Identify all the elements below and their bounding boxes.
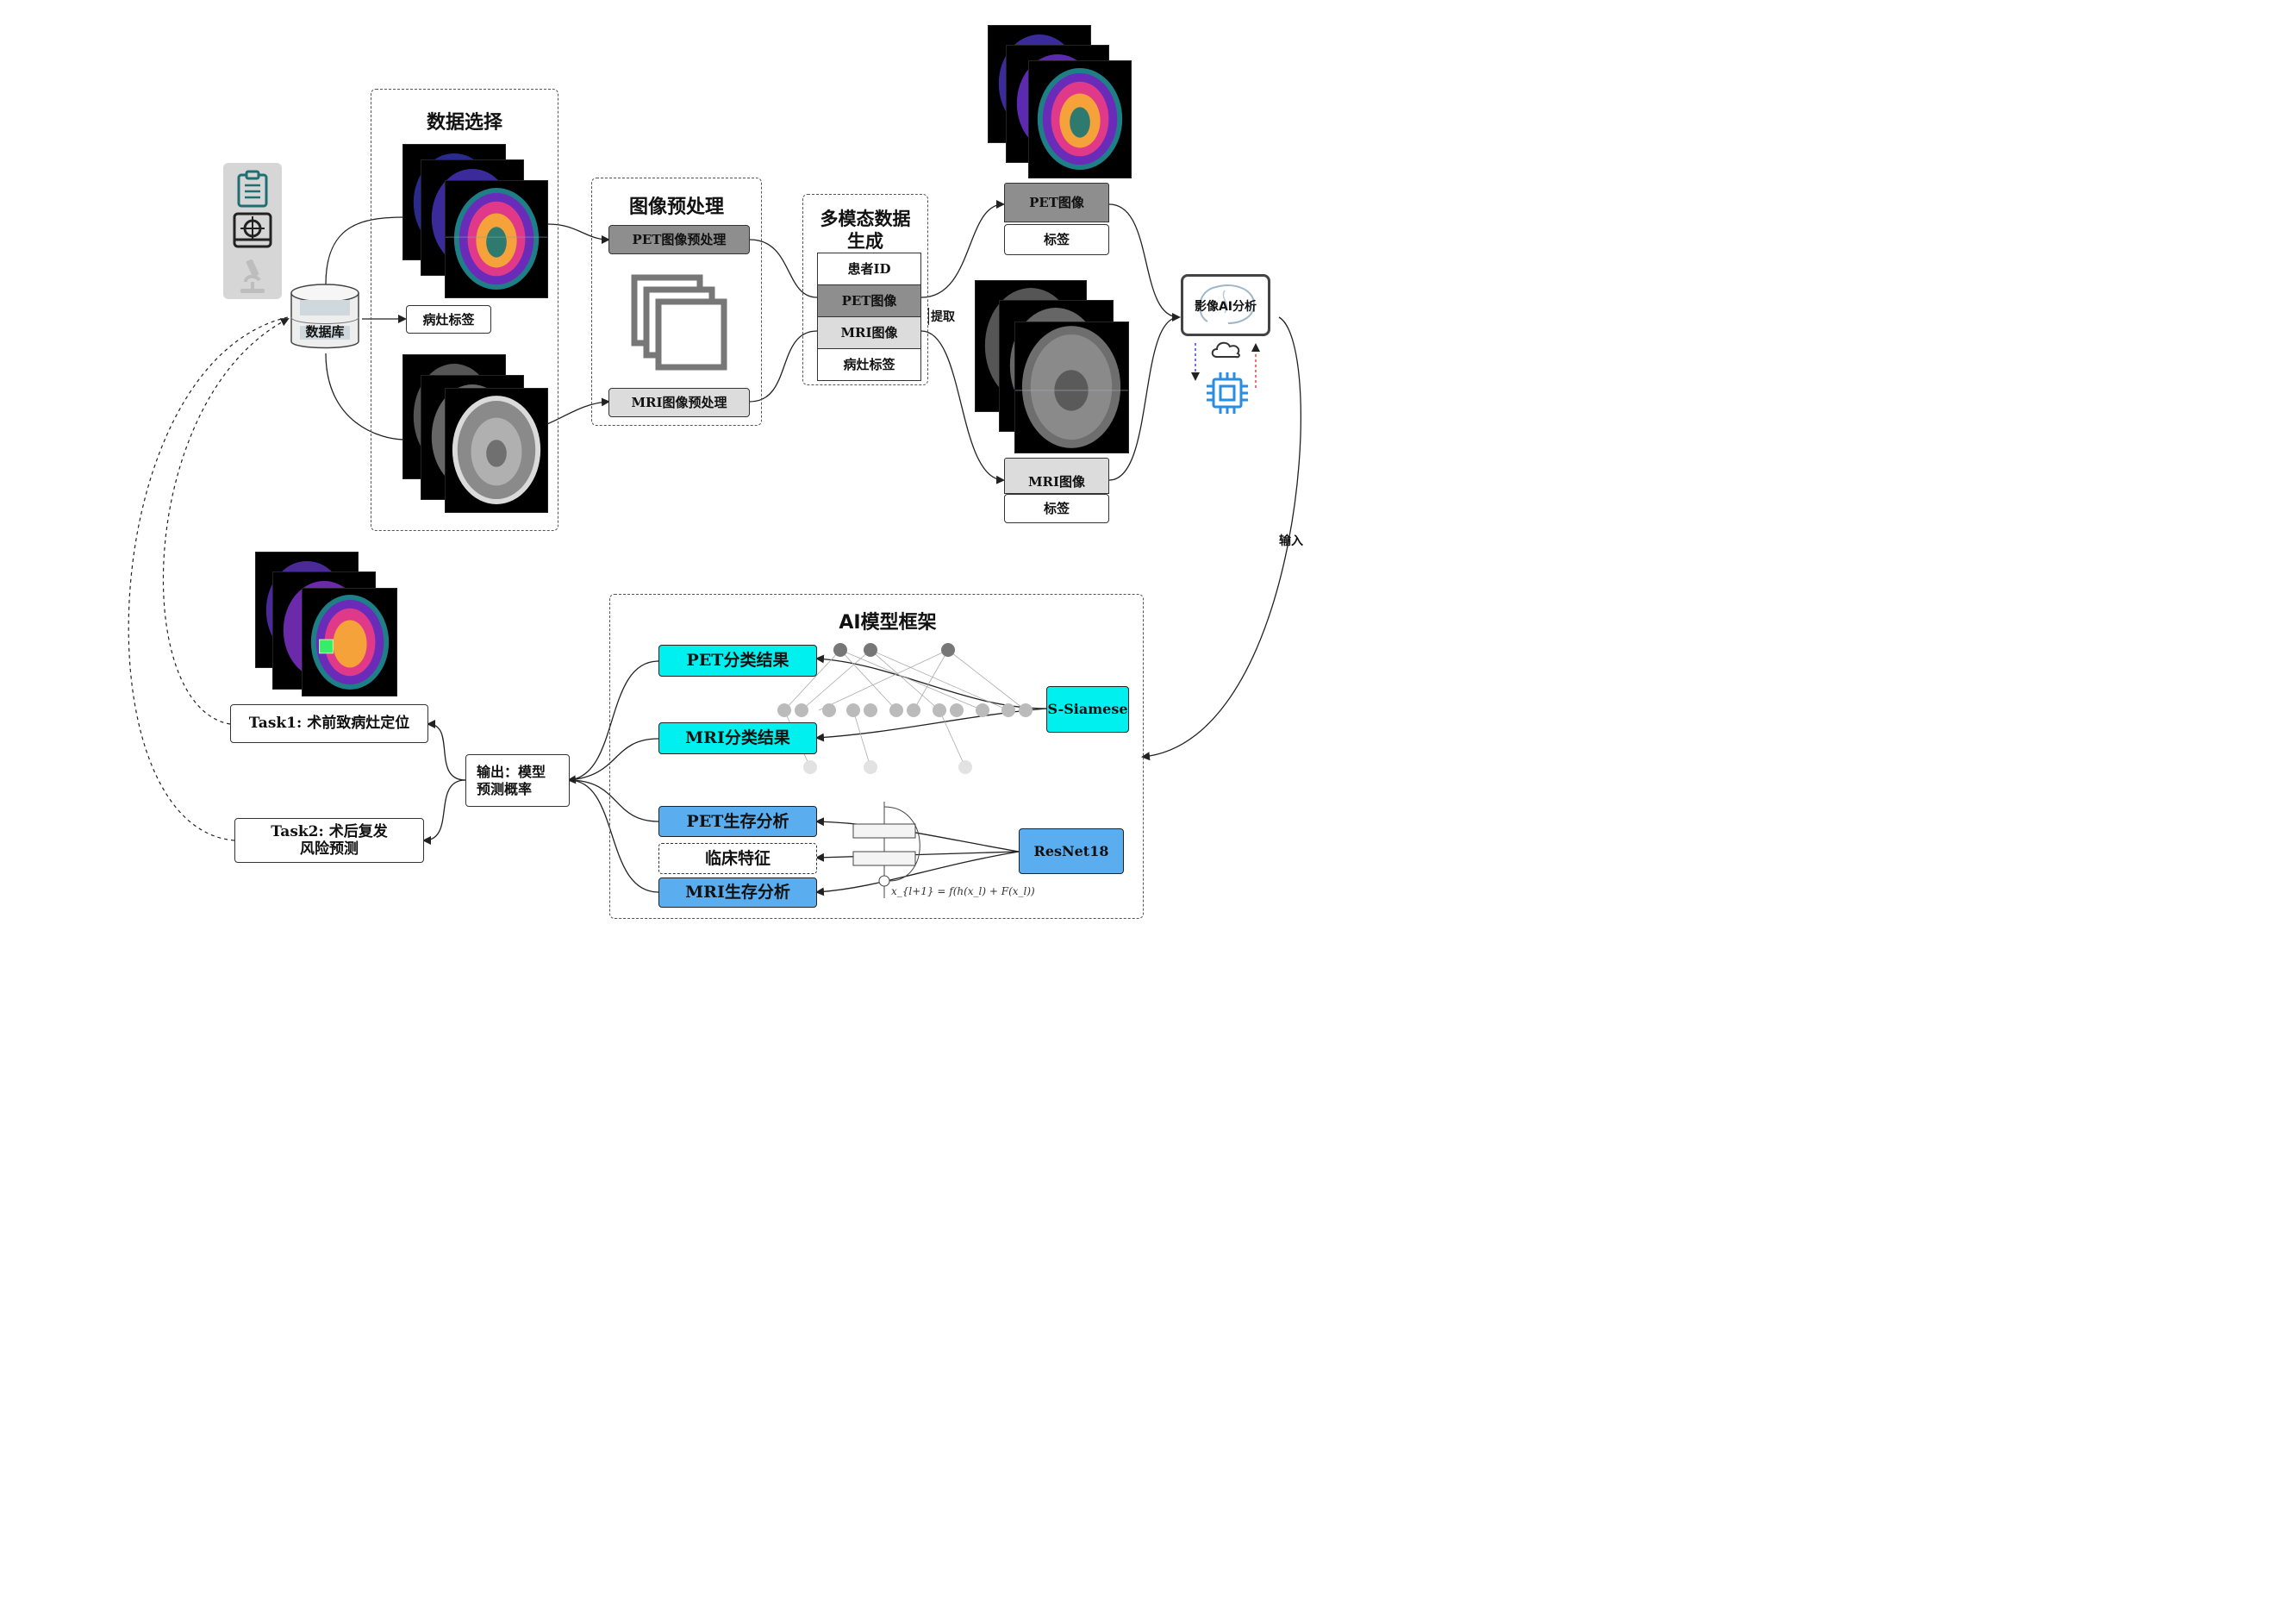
ai-analysis-node[interactable]: 影像AI分析 [1181, 274, 1270, 336]
out-mri-image-box[interactable]: MRI图像 [1004, 458, 1109, 494]
ai-framework-title: AI模型框架 [839, 612, 937, 634]
resnet18-box[interactable]: ResNet18 [1019, 828, 1124, 874]
task2-line2: 风险预测 [300, 840, 359, 858]
extract-label: 提取 [928, 308, 955, 325]
multimodal-item-patient-id[interactable]: 患者ID [817, 253, 921, 285]
database-label: 数据库 [305, 324, 345, 340]
chip-icon [1207, 372, 1248, 414]
task2-line1: Task2: 术后复发 [271, 822, 388, 840]
right-pet-scan-3 [1028, 60, 1132, 178]
cloud-icon [1211, 341, 1240, 359]
output-pet-scan-3 [302, 588, 397, 696]
pet-class-result-box[interactable]: PET分类结果 [658, 645, 817, 677]
input-label: 输入 [1279, 534, 1303, 548]
output-line2: 预测概率 [477, 780, 533, 797]
right-mri-scan-3 [1014, 322, 1129, 453]
microscope-icon [240, 259, 265, 293]
multimodal-item-pet[interactable]: PET图像 [817, 284, 921, 317]
data-select-title: 数据选择 [426, 112, 502, 134]
mri-survival-box[interactable]: MRI生存分析 [658, 877, 817, 908]
preprocess-title: 图像预处理 [628, 197, 724, 218]
out-pet-image-box[interactable]: PET图像 [1004, 183, 1109, 222]
task1-box[interactable]: Task1: 术前致病灶定位 [230, 704, 428, 743]
preprocess-group [591, 178, 762, 426]
pet-scan-3 [445, 180, 548, 298]
residual-formula-text: x_{l+1} = f(h(x_l) + F(x_l)) [891, 885, 1035, 897]
multimodal-item-mri[interactable]: MRI图像 [817, 316, 921, 349]
clinical-feature-box[interactable]: 临床特征 [658, 843, 817, 874]
stacked-images-icon [631, 274, 727, 371]
ai-framework-group [609, 594, 1144, 919]
lesion-label-box[interactable]: 病灶标签 [406, 305, 491, 334]
out-pet-label-box[interactable]: 标签 [1004, 224, 1109, 255]
database-cylinder-icon [290, 284, 359, 349]
mri-preprocess-box[interactable]: MRI图像预处理 [608, 388, 750, 417]
multimodal-title-2: 生成 [847, 231, 883, 252]
target-monitor-icon [233, 212, 272, 248]
mri-class-result-box[interactable]: MRI分类结果 [658, 722, 817, 754]
out-mri-label-box[interactable]: 标签 [1004, 494, 1109, 523]
clipboard-icon [237, 170, 268, 208]
mri-scan-3 [445, 388, 548, 513]
brain-monitor-icon [1199, 284, 1256, 324]
task2-box[interactable]: Task2: 术后复发 风险预测 [234, 818, 424, 863]
multimodal-group [802, 194, 928, 385]
source-icon-panel [223, 163, 282, 299]
output-line1: 输出：模型 [477, 764, 546, 781]
pet-out-to-ai-line [1108, 203, 1181, 322]
residual-block-diagram-icon [852, 802, 920, 898]
s-siamese-box[interactable]: S-Siamese [1046, 686, 1129, 733]
pet-survival-box[interactable]: PET生存分析 [658, 806, 817, 837]
output-prob-box[interactable]: 输出：模型 预测概率 [465, 754, 570, 807]
database-node[interactable]: 数据库 [288, 281, 362, 353]
multimodal-item-lesion[interactable]: 病灶标签 [817, 348, 921, 381]
data-select-group [371, 89, 558, 531]
pet-preprocess-box[interactable]: PET图像预处理 [608, 225, 750, 254]
ai-analysis-label: 影像AI分析 [1194, 300, 1257, 314]
siamese-network-diagram-icon [777, 643, 1033, 774]
multimodal-title-1: 多模态数据 [820, 209, 911, 229]
